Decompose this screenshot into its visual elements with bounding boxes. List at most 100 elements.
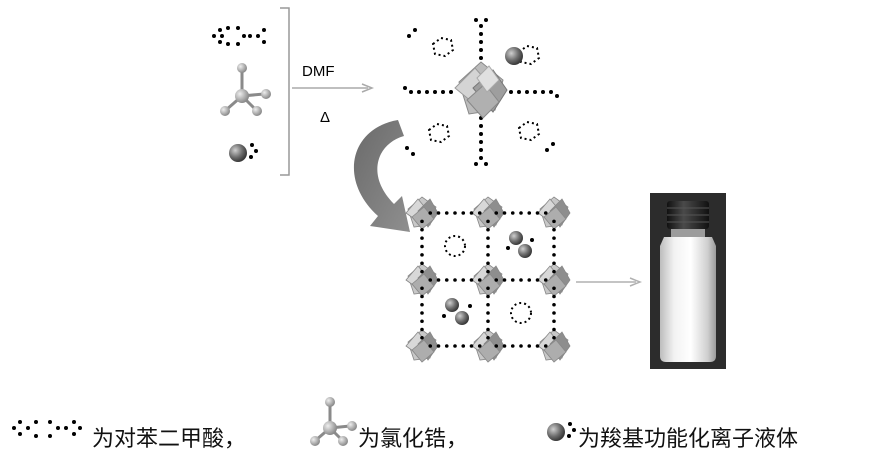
linker-dot: [552, 294, 556, 299]
linker-dot: [420, 236, 424, 240]
zr-cluster-node: [537, 263, 571, 297]
encapsulated-ionic-liquid-2: [442, 298, 472, 325]
linker-dot: [510, 344, 515, 348]
pore-empty-2: [510, 302, 532, 324]
linker-dot: [494, 344, 499, 348]
linker-dot: [420, 302, 424, 307]
zr-cluster-node: [471, 263, 505, 297]
linker-dot: [420, 244, 424, 249]
product-arrow: [576, 277, 643, 287]
linker-dot: [436, 278, 441, 282]
linker-dot: [543, 344, 548, 348]
zr-cluster-node: [405, 329, 439, 363]
zr-cluster-node: [405, 196, 439, 230]
linker-dot: [552, 261, 556, 266]
reactant-terephthalic-acid-icon: [212, 26, 266, 46]
linker-dot: [552, 227, 556, 232]
linker-dot: [519, 344, 523, 348]
linker-dot: [486, 219, 490, 224]
linker-dot: [552, 319, 556, 324]
linker-dot: [420, 261, 424, 266]
linker-dot: [552, 286, 556, 291]
linker-dot: [527, 344, 532, 348]
zr-cluster-node: [471, 196, 505, 230]
linker-dot: [502, 211, 507, 215]
legend-label-terephthalic-acid: 为对苯二甲酸，: [92, 427, 247, 452]
zr-cluster-node: [537, 196, 571, 230]
linker-dot: [543, 278, 548, 282]
linker-dot: [535, 278, 540, 282]
linker-dot: [420, 286, 424, 291]
linker-dot: [486, 253, 490, 257]
linker-dot: [502, 278, 507, 282]
linker-dot: [420, 319, 424, 324]
linker-dot: [486, 236, 490, 240]
linker-dot: [486, 302, 490, 307]
linker-dot: [486, 269, 490, 274]
zr-cluster-node: [405, 263, 439, 297]
linker-dot: [428, 344, 433, 348]
linker-dot: [552, 311, 556, 315]
linker-dot: [552, 269, 556, 274]
linker-dot: [453, 211, 457, 215]
linker-dot: [486, 319, 490, 324]
heat-label: Δ: [320, 109, 330, 126]
linker-dot: [420, 269, 424, 274]
reaction-arrow: [292, 83, 375, 93]
linker-dot: [552, 253, 556, 257]
linker-dot: [444, 278, 449, 282]
linker-dot: [469, 211, 474, 215]
linker-dot: [486, 327, 490, 332]
linker-dot: [494, 211, 499, 215]
linker-dot: [527, 211, 532, 215]
linker-dot: [552, 302, 556, 307]
linker-dot: [461, 344, 466, 348]
encapsulated-ionic-liquid-1: [506, 231, 534, 258]
linker-dot: [535, 344, 540, 348]
linker-dot: [535, 211, 540, 215]
linker-dot: [552, 219, 556, 224]
mof-framework-lattice: [405, 196, 571, 363]
linker-dot: [420, 253, 424, 257]
linker-dot: [486, 227, 490, 232]
linker-dot: [444, 211, 449, 215]
reactant-bracket: [280, 7, 290, 176]
linker-dot: [486, 335, 490, 340]
linker-dot: [552, 236, 556, 240]
legend-ionic-liquid-icon: [547, 422, 576, 441]
legend-label-ionic-liquid: 为羧基功能化离子液体: [578, 427, 799, 452]
linker-dot: [420, 227, 424, 232]
lattice-linkers: [420, 211, 556, 348]
legend-zirconium-chloride-icon: [310, 397, 357, 446]
linker-dot: [461, 278, 466, 282]
linker-dot: [486, 294, 490, 299]
linker-dot: [494, 278, 499, 282]
linker-dot: [486, 286, 490, 291]
linker-dot: [436, 344, 441, 348]
linker-dot: [453, 278, 457, 282]
linker-dot: [543, 211, 548, 215]
linker-dot: [469, 278, 474, 282]
linker-dot: [453, 344, 457, 348]
linker-dot: [519, 278, 523, 282]
zr-cluster-node: [471, 329, 505, 363]
lattice-nodes: [405, 196, 571, 363]
product-vial-image: [650, 193, 726, 369]
solvent-label: DMF: [302, 63, 335, 80]
legend-terephthalic-acid-icon: [12, 420, 82, 438]
linker-dot: [420, 219, 424, 224]
linker-dot: [510, 278, 515, 282]
reactant-zirconium-chloride-icon: [220, 63, 271, 116]
reactant-ionic-liquid-icon: [229, 143, 258, 162]
linker-dot: [420, 311, 424, 315]
linker-dot: [486, 244, 490, 249]
linker-dot: [420, 327, 424, 332]
linker-dot: [477, 344, 482, 348]
linker-dot: [436, 211, 441, 215]
linker-dot: [477, 278, 482, 282]
zr-cluster-node: [537, 329, 571, 363]
linker-dot: [552, 327, 556, 332]
linker-dot: [552, 244, 556, 249]
linker-dot: [477, 211, 482, 215]
linker-dot: [519, 211, 523, 215]
